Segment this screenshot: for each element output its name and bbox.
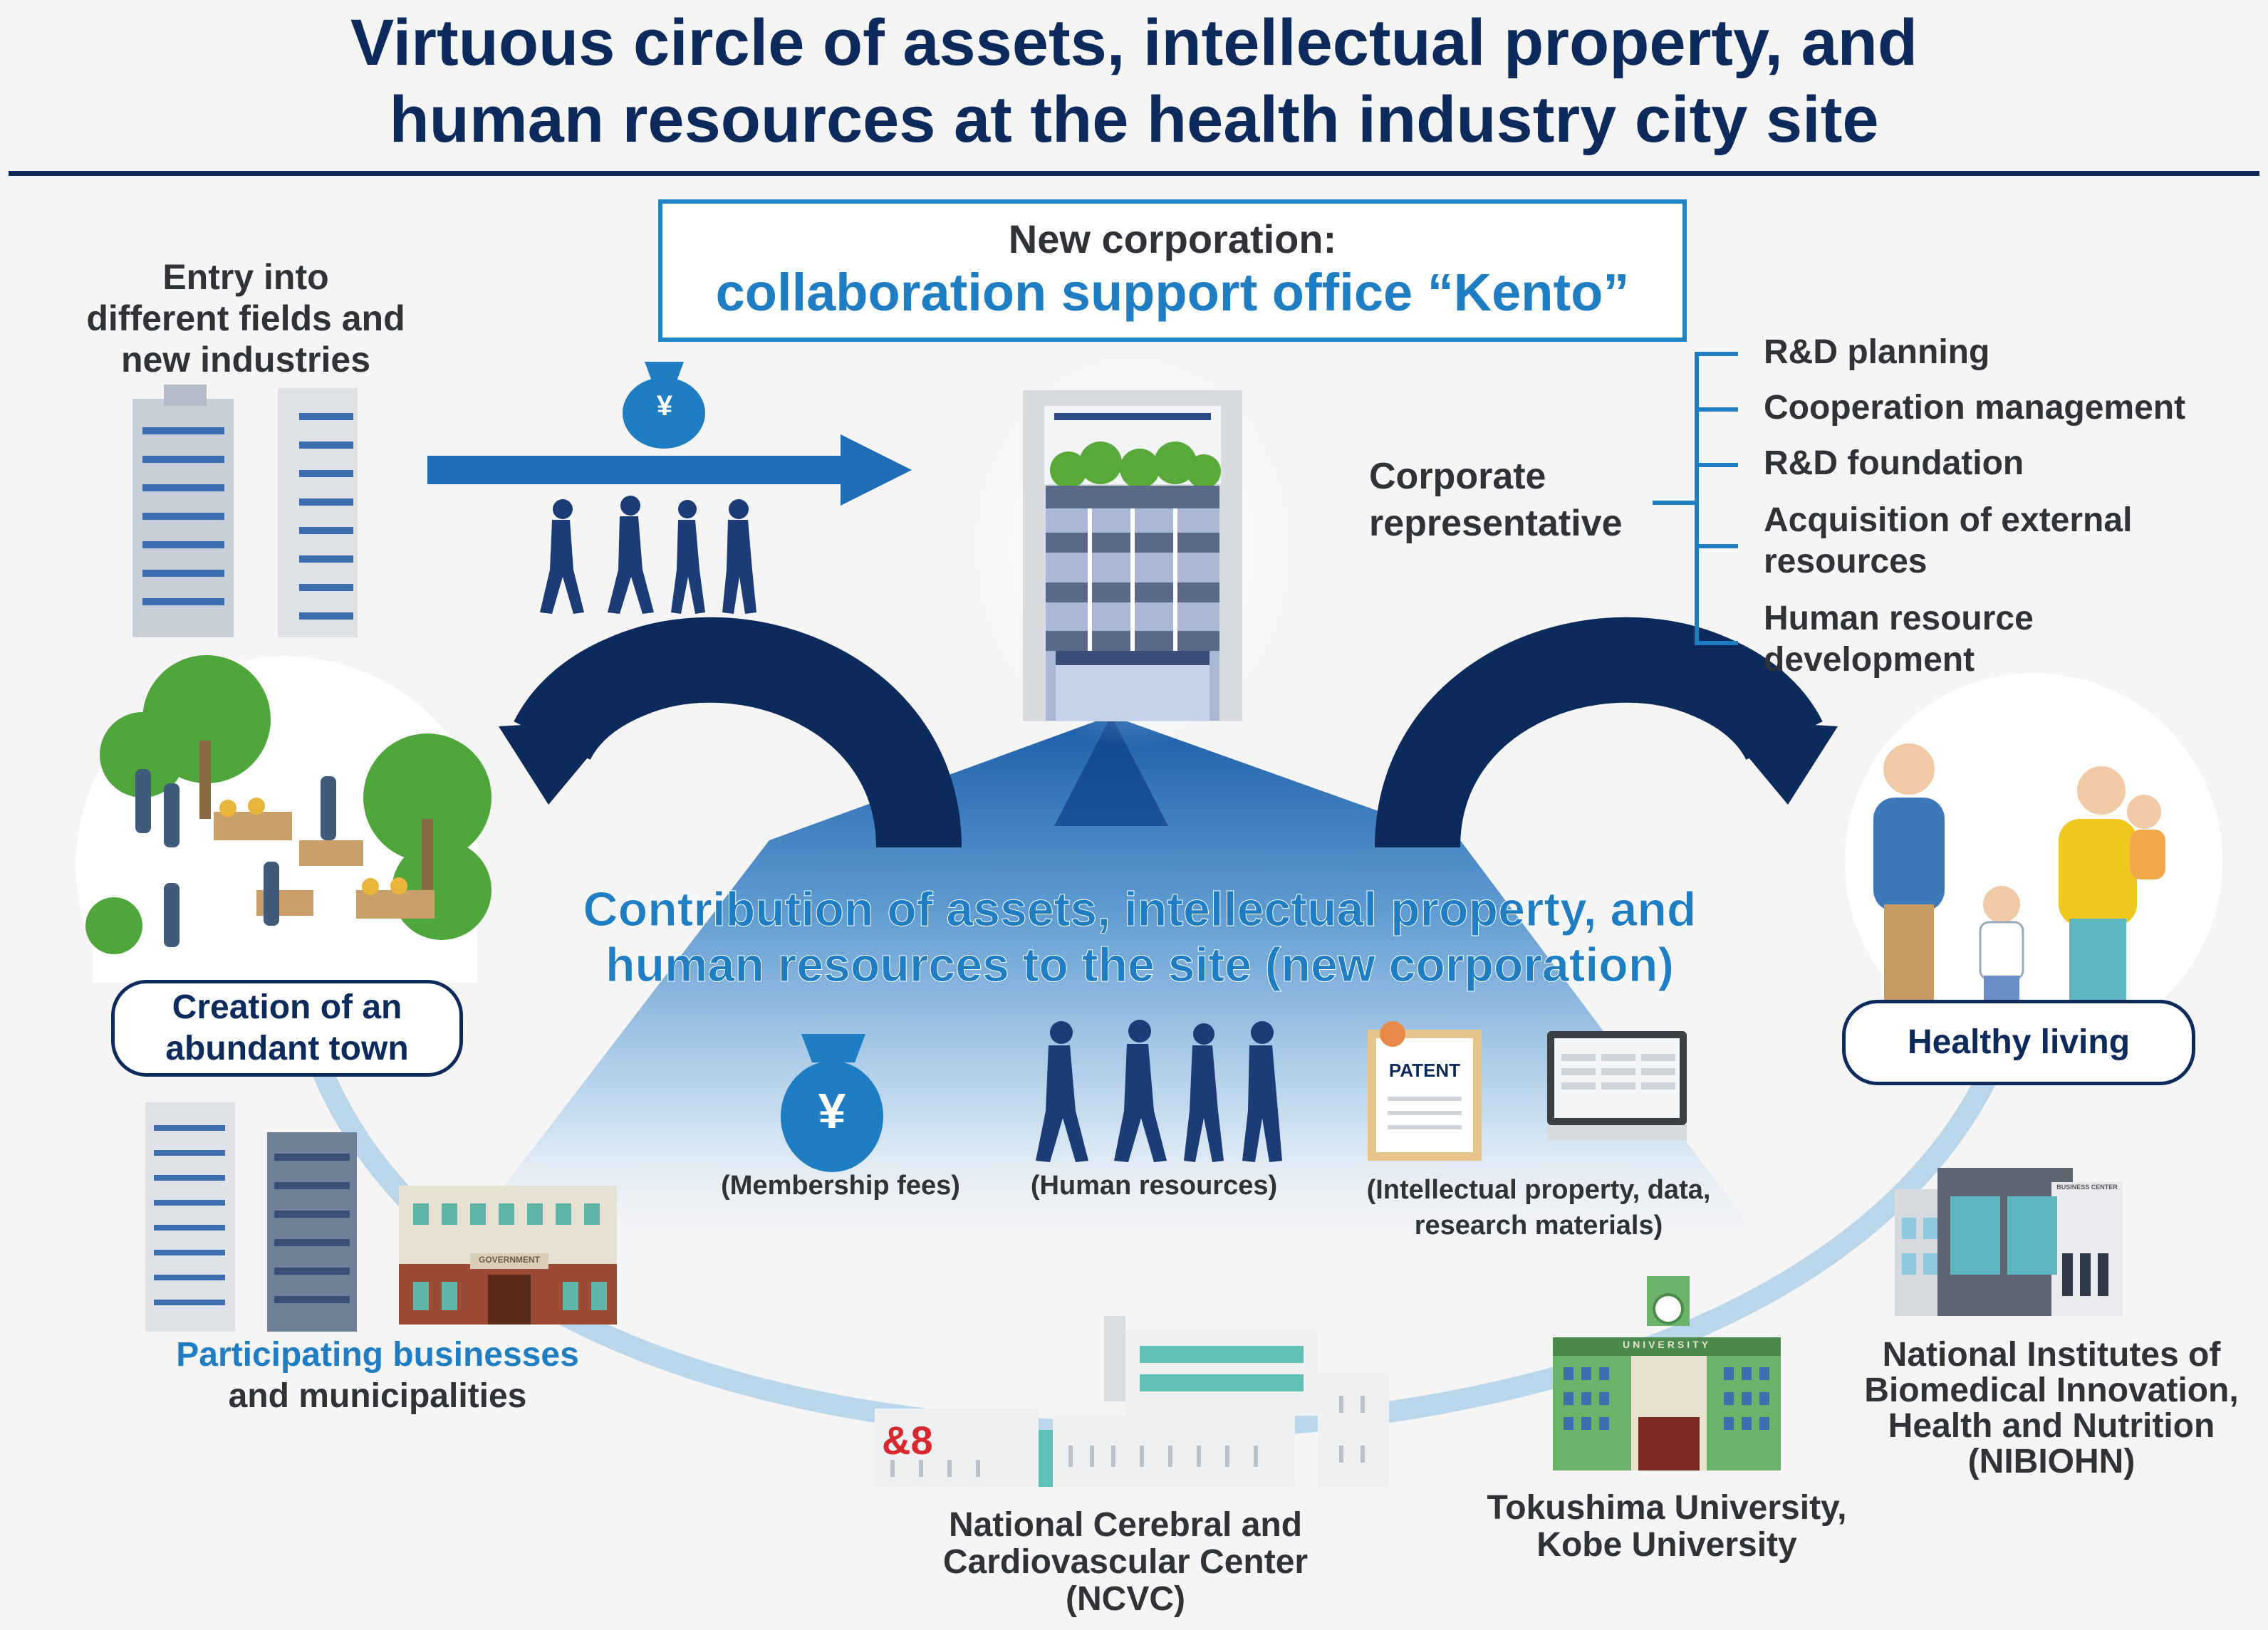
page-title-line1: Virtuous circle of assets, intellectual …: [350, 6, 1918, 79]
contribution-heading: Contribution of assets, intellectual pro…: [583, 882, 1697, 993]
patent-label: PATENT: [1388, 1060, 1461, 1081]
ncvc-logo: &8: [882, 1418, 933, 1463]
role-cooperation-management: Cooperation management: [1764, 389, 2186, 427]
towers-entry: [132, 385, 358, 637]
creation-town-pill: Creation of an abundant town: [111, 980, 463, 1077]
membership-fees-label: (Membership fees): [721, 1171, 960, 1201]
new-corporation-label: New corporation:: [1008, 216, 1337, 261]
role-human-resource-development: Human resource development: [1764, 600, 2034, 679]
curved-arrow-right: [1375, 617, 1838, 850]
bracket-connector: [1653, 352, 1738, 645]
money-bag-icon: [623, 362, 705, 449]
kento-name: collaboration support office “Kento”: [715, 263, 1630, 322]
university-sign: UNIVERSITY: [1622, 1339, 1711, 1350]
university-building: [1553, 1276, 1781, 1470]
new-corporation-box: New corporation: collaboration support o…: [658, 199, 1687, 342]
title-divider: [9, 171, 2259, 176]
healthy-living-pill: Healthy living: [1842, 1000, 2195, 1085]
ip-label: (Intellectual property, data, research m…: [1366, 1175, 1711, 1240]
people-walking-top: [540, 496, 756, 614]
town-illustration: [76, 655, 491, 1018]
nibiohn-building: [1895, 1168, 2123, 1316]
page-title-line2: human resources at the health industry c…: [389, 83, 1879, 156]
entry-label: Entry into different fields and new indu…: [86, 257, 405, 380]
universities-label: Tokushima University, Kobe University: [1487, 1489, 1847, 1564]
participating-label: Participating businesses and municipalit…: [176, 1336, 579, 1415]
monitor-icon: [1547, 1031, 1687, 1141]
money-bag-large-icon: [781, 1034, 883, 1172]
yen-symbol-large: ¥: [818, 1083, 846, 1139]
flow-arrow-right: [427, 434, 912, 506]
ncvc-label: National Cerebral and Cardiovascular Cen…: [942, 1506, 1309, 1618]
family-illustration: [1845, 673, 2222, 1050]
office-building-kento: [969, 349, 1296, 748]
people-walking-contribution: [1036, 1020, 1282, 1162]
page-title: Virtuous circle of assets, intellectual …: [0, 4, 2268, 158]
participating-buildings: [145, 1102, 617, 1332]
government-sign: GOVERNMENT: [478, 1255, 540, 1265]
curved-arrow-left: [499, 617, 962, 850]
human-resources-label: (Human resources): [1030, 1171, 1278, 1201]
patent-certificate: [1368, 1021, 1482, 1161]
role-rd-foundation: R&D foundation: [1764, 444, 2024, 482]
corporate-representative-label: Corporate representative: [1369, 456, 1623, 544]
role-acquisition-external-resources: Acquisition of external resources: [1764, 501, 2133, 580]
nibiohn-label: National Institutes of Biomedical Innova…: [1864, 1336, 2239, 1480]
ncvc-building: [875, 1316, 1389, 1487]
role-rd-planning: R&D planning: [1764, 333, 1990, 371]
yen-symbol-small: ¥: [656, 390, 673, 422]
business-center-sign: BUSINESS CENTER: [2056, 1184, 2118, 1191]
